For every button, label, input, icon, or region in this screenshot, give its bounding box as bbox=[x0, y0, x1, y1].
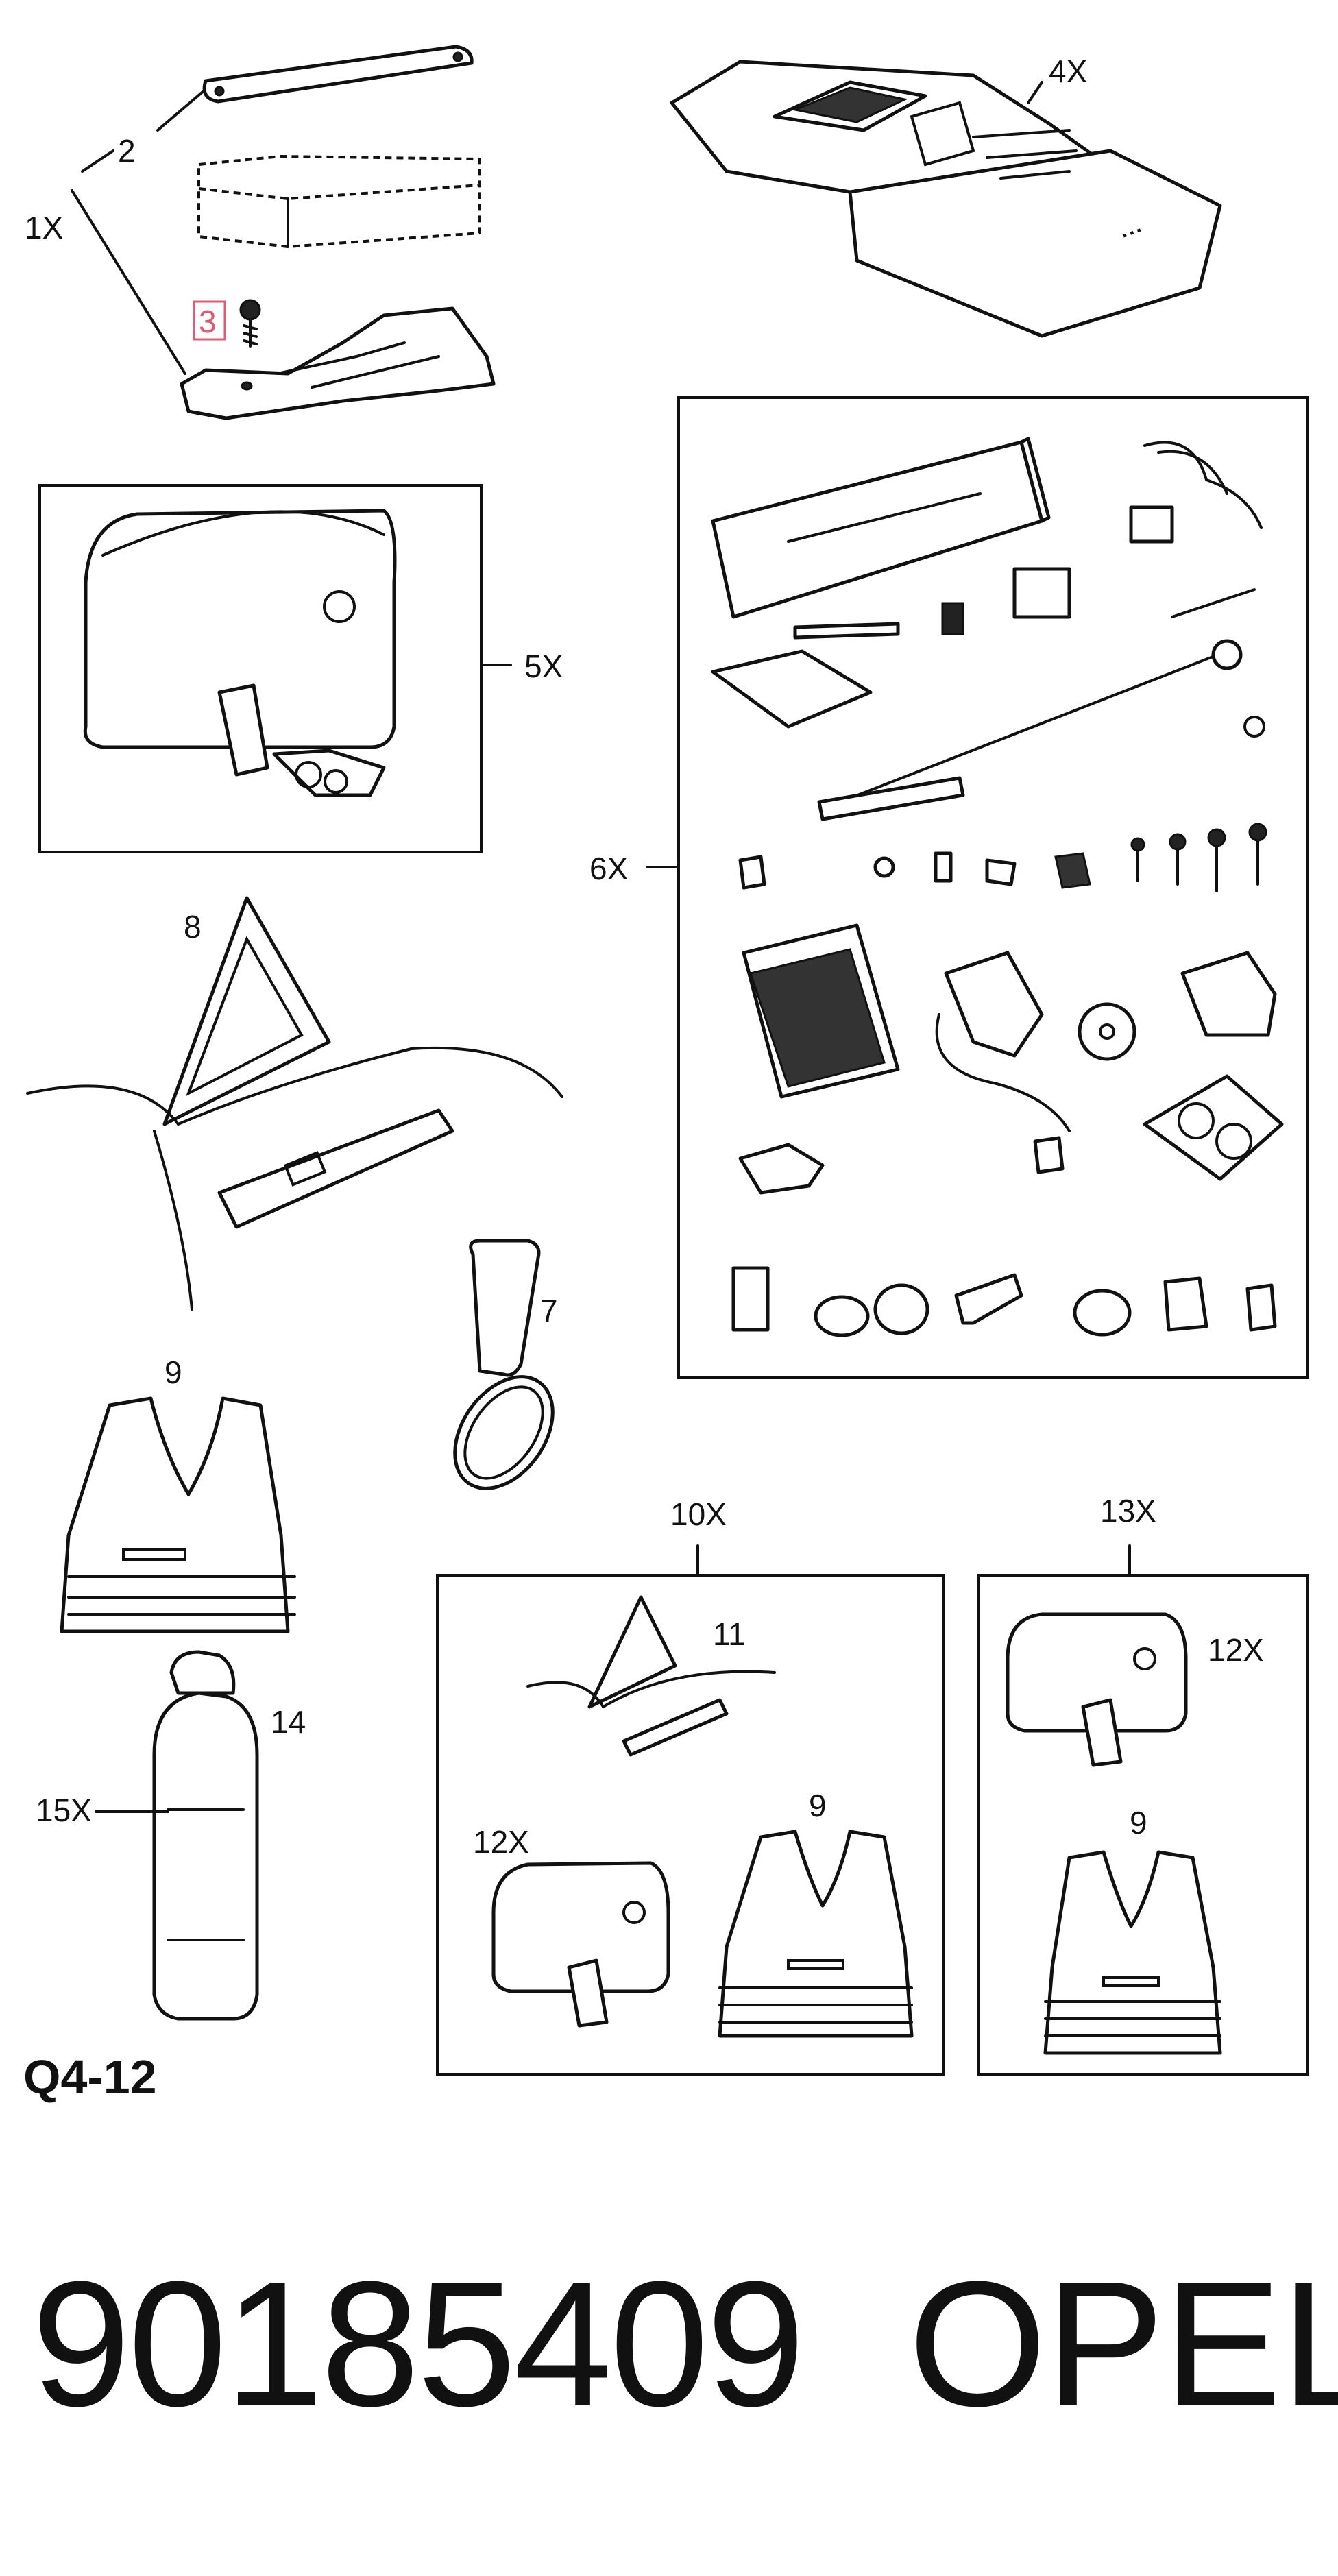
highlight-box bbox=[193, 300, 226, 341]
toolbox-bracket bbox=[180, 306, 496, 420]
callout-15x: 15X bbox=[36, 1793, 92, 1828]
callout-4x: 4X bbox=[1049, 53, 1087, 89]
first-aid-pouch-open: ▪ ▪ ▪ bbox=[670, 60, 1222, 338]
part-number: 90185409 bbox=[32, 2245, 805, 2444]
callout-10x: 10X bbox=[670, 1496, 727, 1532]
screw-icon bbox=[239, 299, 261, 391]
callout-13x: 13X bbox=[1100, 1493, 1156, 1529]
callout-8: 8 bbox=[184, 909, 202, 945]
brand-name: OPEL bbox=[908, 2245, 1338, 2444]
toolbox bbox=[197, 154, 481, 249]
kit13-safety-vest bbox=[1043, 1850, 1222, 2055]
vest-holder-clip bbox=[453, 1239, 555, 1490]
kit-box-6x bbox=[677, 396, 1309, 1379]
callout-3: 3 bbox=[199, 304, 217, 339]
kit-box-13x bbox=[977, 1574, 1309, 2076]
fire-extinguisher bbox=[152, 1650, 259, 2021]
kit10-safety-vest bbox=[718, 1830, 914, 2038]
callout-9-kit13: 9 bbox=[1130, 1805, 1147, 1840]
diagram-id: Q4-12 bbox=[23, 2050, 157, 2104]
callout-14: 14 bbox=[271, 1704, 306, 1740]
callout-11: 11 bbox=[713, 1616, 746, 1652]
callout-9-kit10: 9 bbox=[809, 1788, 827, 1823]
parts-assortment bbox=[711, 437, 1284, 1337]
leader-line bbox=[156, 89, 206, 132]
first-aid-bag bbox=[83, 509, 397, 797]
kit13-first-aid-bag bbox=[1006, 1612, 1188, 1767]
leader-line bbox=[1027, 81, 1043, 104]
callout-7: 7 bbox=[540, 1293, 558, 1328]
callout-9-left: 9 bbox=[165, 1354, 182, 1390]
leader-line bbox=[81, 149, 114, 173]
warning-triangle bbox=[26, 896, 563, 1311]
callout-12x-kit13: 12X bbox=[1208, 1632, 1264, 1668]
callout-1x: 1X bbox=[25, 210, 63, 245]
kit-box-5x bbox=[38, 484, 483, 853]
leader-line bbox=[71, 189, 186, 375]
toolbox-strap bbox=[202, 45, 474, 104]
safety-vest bbox=[60, 1396, 296, 1633]
callout-5x: 5X bbox=[524, 648, 563, 684]
kit10-first-aid-bag bbox=[491, 1861, 670, 2028]
callout-2: 2 bbox=[118, 133, 136, 169]
callout-12x-kit10: 12X bbox=[473, 1824, 529, 1860]
callout-6x: 6X bbox=[589, 851, 628, 886]
kit-box-10x bbox=[436, 1574, 945, 2076]
kit10-warning-triangle bbox=[526, 1595, 776, 1757]
